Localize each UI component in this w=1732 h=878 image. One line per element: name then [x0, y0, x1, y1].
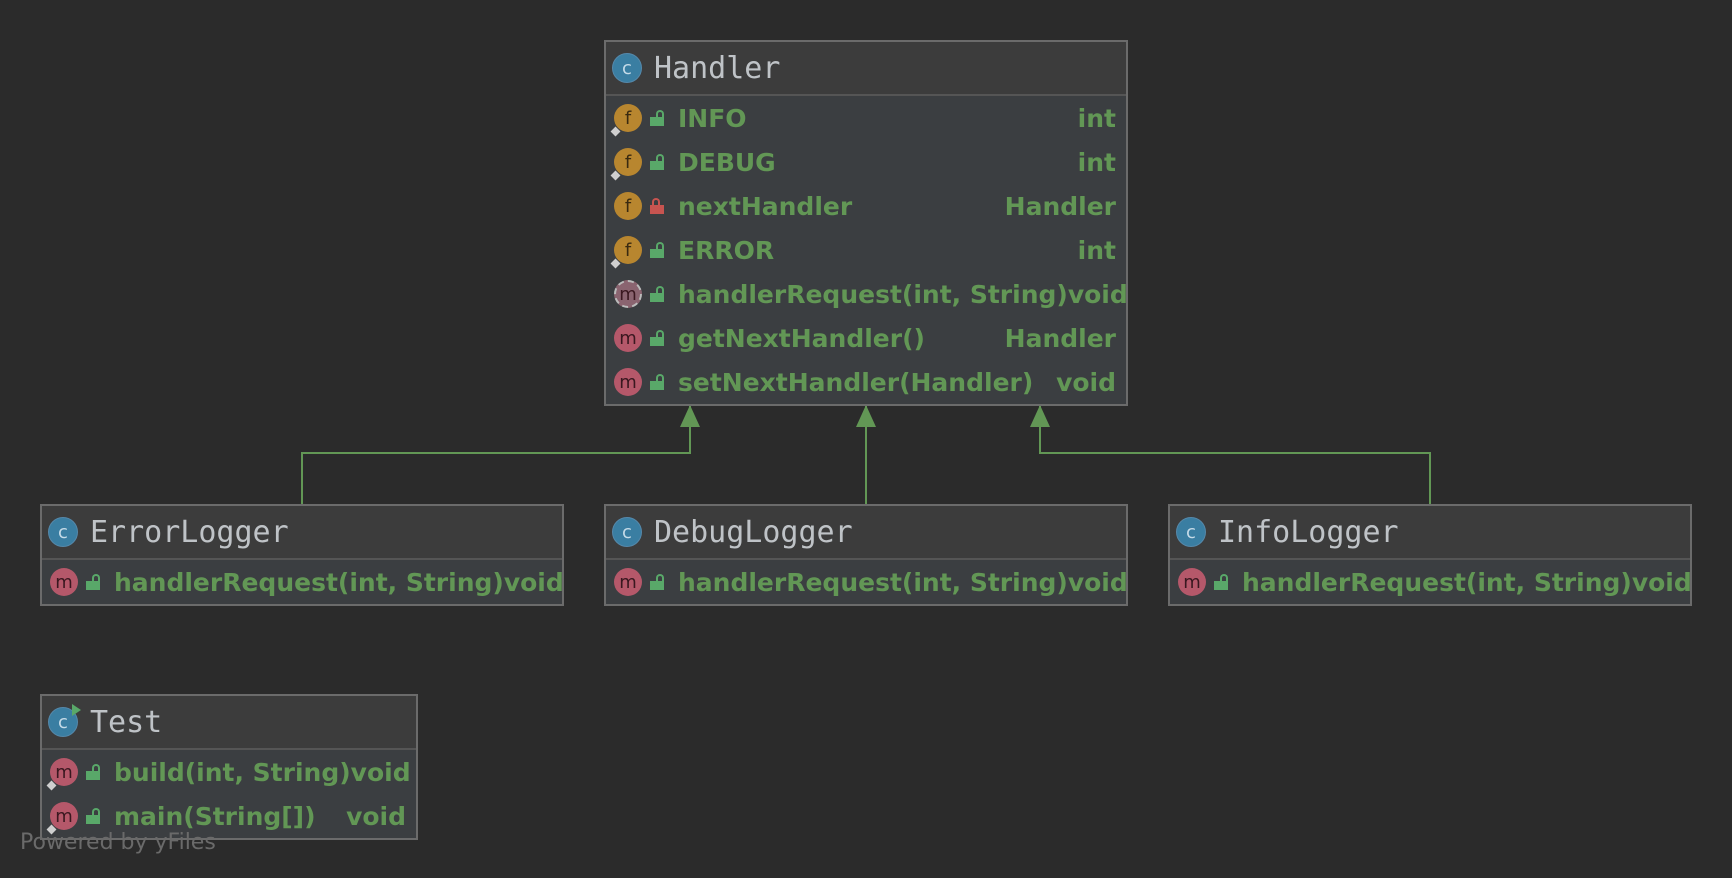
method-row[interactable]: m handlerRequest(int, String)void — [42, 560, 564, 604]
member-name: handlerRequest(int, String) — [678, 567, 1068, 597]
member-name: build(int, String) — [114, 757, 351, 787]
member-name: ERROR — [678, 235, 775, 265]
method-row[interactable]: m getNextHandler() Handler — [606, 316, 1126, 360]
method-icon: m — [614, 568, 642, 596]
edge-errorlogger-to-handler[interactable] — [301, 405, 691, 506]
field-row[interactable]: f ERROR int — [606, 228, 1126, 272]
private-lock-icon — [650, 198, 664, 214]
public-unlock-icon — [650, 330, 664, 346]
method-row[interactable]: m handlerRequest(int, String)void — [606, 560, 1128, 604]
member-name: getNextHandler() — [678, 323, 925, 353]
field-row[interactable]: f INFO int — [606, 96, 1126, 140]
member-type: void — [350, 757, 411, 787]
method-row[interactable]: m setNextHandler(Handler) void — [606, 360, 1126, 404]
member-name: main(String[]) — [114, 801, 316, 831]
static-marker-icon — [610, 258, 621, 269]
method-icon: m — [614, 324, 642, 352]
method-icon: m — [1178, 568, 1206, 596]
abstract-method-icon: m — [614, 280, 642, 308]
class-title: Test — [90, 704, 163, 740]
method-row[interactable]: m handlerRequest(int, String)void — [1170, 560, 1692, 604]
static-marker-icon — [610, 126, 621, 137]
method-icon: m — [614, 368, 642, 396]
static-marker-icon — [610, 170, 621, 181]
field-icon: f — [610, 236, 642, 269]
member-list: m handlerRequest(int, String)void — [1170, 560, 1692, 604]
arrowhead-errorlogger — [680, 405, 700, 427]
class-icon: c — [1176, 517, 1206, 547]
public-unlock-icon — [1214, 574, 1228, 590]
member-type: void — [1056, 367, 1116, 397]
class-node-errorlogger[interactable]: c ErrorLogger m handlerRequest(int, Strin… — [40, 504, 564, 606]
member-type: int — [1077, 147, 1116, 177]
public-unlock-icon — [650, 374, 664, 390]
member-type: void — [1067, 279, 1128, 309]
method-row[interactable]: m build(int, String)void — [42, 750, 416, 794]
member-type: int — [1077, 103, 1116, 133]
class-title: ErrorLogger — [90, 514, 289, 550]
member-type: void — [346, 801, 406, 831]
class-header: c InfoLogger — [1170, 506, 1690, 560]
class-node-infologger[interactable]: c InfoLogger m handlerRequest(int, String… — [1168, 504, 1692, 606]
member-list: m handlerRequest(int, String)void — [42, 560, 564, 604]
method-icon: m — [50, 568, 78, 596]
member-name: handlerRequest(int, String) — [114, 567, 504, 597]
public-unlock-icon — [650, 574, 664, 590]
public-unlock-icon — [86, 764, 100, 780]
member-name: nextHandler — [678, 191, 853, 221]
member-type: void — [1067, 567, 1128, 597]
member-type: Handler — [1004, 191, 1116, 221]
class-header: c ErrorLogger — [42, 506, 562, 560]
member-type: void — [1631, 567, 1692, 597]
class-icon: c — [612, 517, 642, 547]
class-title: Handler — [654, 50, 781, 86]
member-name: INFO — [678, 103, 747, 133]
class-icon: c — [612, 53, 642, 83]
member-name: handlerRequest(int, String) — [1242, 567, 1632, 597]
public-unlock-icon — [650, 286, 664, 302]
class-icon: c — [48, 517, 78, 547]
member-type: void — [503, 567, 564, 597]
member-name: setNextHandler(Handler) — [678, 367, 1034, 397]
member-name: handlerRequest(int, String) — [678, 279, 1068, 309]
member-list: m handlerRequest(int, String)void — [606, 560, 1128, 604]
method-icon: m — [46, 802, 78, 835]
public-unlock-icon — [650, 242, 664, 258]
public-unlock-icon — [86, 574, 100, 590]
field-icon: f — [610, 104, 642, 137]
method-row[interactable]: m main(String[]) void — [42, 794, 416, 838]
arrowhead-infologger — [1030, 405, 1050, 427]
method-icon: m — [46, 758, 78, 791]
member-name: DEBUG — [678, 147, 776, 177]
class-node-debuglogger[interactable]: c DebugLogger m handlerRequest(int, Strin… — [604, 504, 1128, 606]
run-marker-icon — [72, 704, 81, 716]
arrowhead-debuglogger — [856, 405, 876, 427]
class-title: InfoLogger — [1218, 514, 1399, 550]
public-unlock-icon — [86, 808, 100, 824]
member-type: Handler — [1004, 323, 1116, 353]
class-title: DebugLogger — [654, 514, 853, 550]
field-icon: f — [610, 148, 642, 181]
field-row[interactable]: f DEBUG int — [606, 140, 1126, 184]
watermark: Powered by yFiles — [20, 830, 216, 855]
static-marker-icon — [46, 780, 57, 791]
member-type: int — [1077, 235, 1116, 265]
class-header: c Handler — [606, 42, 1126, 96]
field-icon: f — [614, 192, 642, 220]
field-row[interactable]: f nextHandler Handler — [606, 184, 1126, 228]
edge-infologger-to-handler[interactable] — [1039, 405, 1431, 506]
runnable-class-icon: c — [48, 704, 81, 737]
public-unlock-icon — [650, 110, 664, 126]
public-unlock-icon — [650, 154, 664, 170]
class-header: c DebugLogger — [606, 506, 1126, 560]
class-header: c Test — [42, 696, 416, 750]
method-row[interactable]: m handlerRequest(int, String)void — [606, 272, 1128, 316]
